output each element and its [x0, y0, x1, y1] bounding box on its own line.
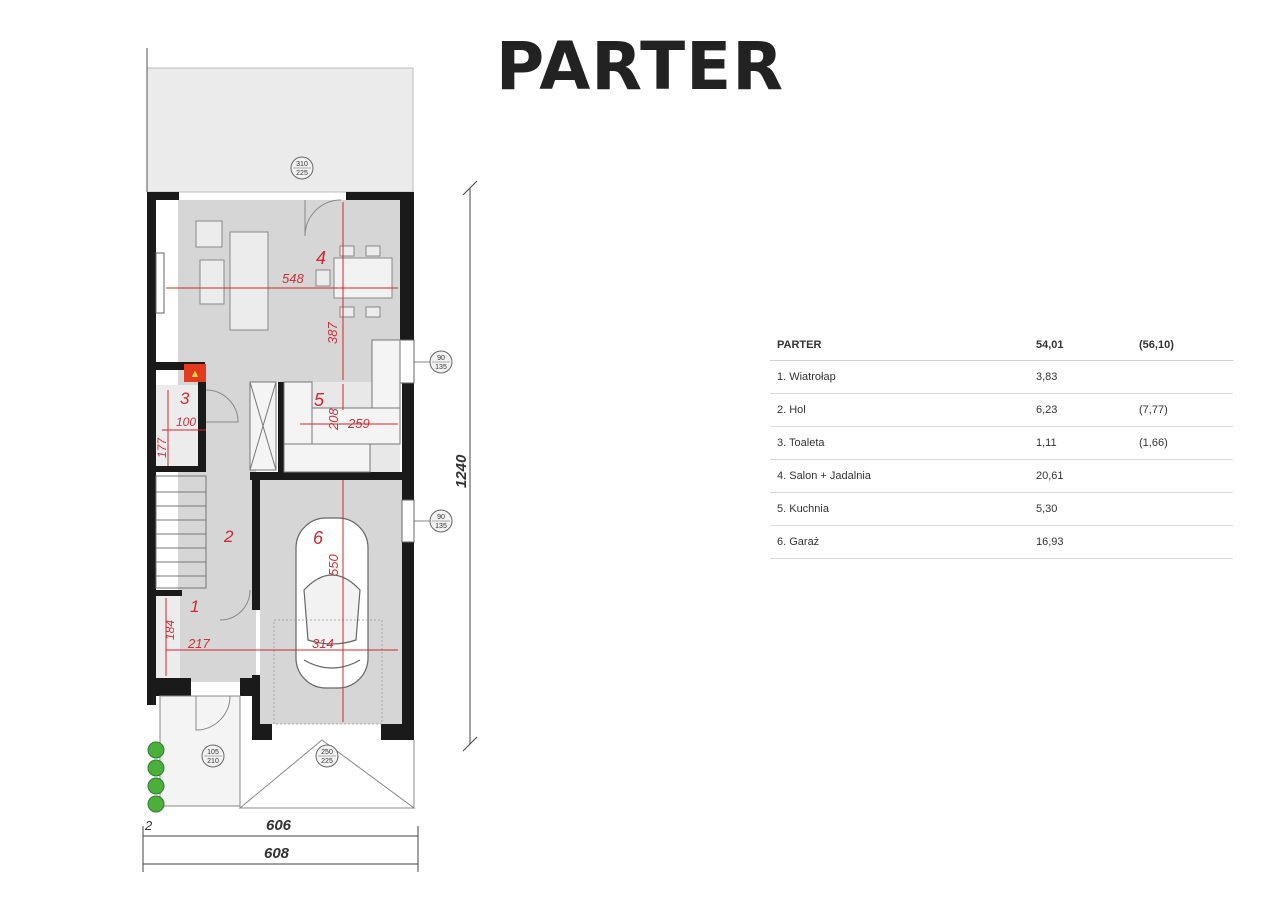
dim-outer-height: 1240 [453, 454, 470, 488]
opening-badge: 90 135 [414, 350, 453, 374]
kitchen-furniture [249, 339, 401, 473]
dim-outer-width-inner: 606 [266, 817, 292, 834]
room-number-1: 1 [190, 597, 199, 616]
area-table: PARTER 54,01 (56,10) 1. Wiatrołap 3,83 2… [770, 330, 1233, 559]
walls [147, 192, 414, 740]
terrace [146, 67, 414, 193]
fireplace-icon [184, 364, 206, 382]
dim-outer-small: 2 [144, 818, 153, 833]
svg-text:135: 135 [435, 523, 447, 530]
garage-door-zone [273, 619, 383, 725]
entrance-step [159, 695, 241, 807]
garage-apron [238, 739, 416, 809]
svg-text:135: 135 [435, 364, 447, 371]
car-icon [295, 517, 369, 689]
windows [155, 252, 415, 543]
room-number-4: 4 [316, 248, 326, 268]
svg-text:105: 105 [207, 749, 219, 756]
dim-kitchen-width: 259 [347, 416, 370, 431]
room-number-5: 5 [314, 390, 325, 410]
svg-text:90: 90 [437, 355, 445, 362]
dim-toilet-width: 100 [176, 415, 196, 429]
dim-salon-width: 548 [282, 271, 304, 286]
floor-vestibule [156, 596, 180, 678]
room-number-6: 6 [313, 528, 324, 548]
table-header-row: PARTER 54,01 (56,10) [770, 330, 1233, 361]
dim-vestibule-depth: 184 [163, 620, 177, 640]
dim-outer-width-outer: 608 [264, 845, 290, 862]
table-row: 5. Kuchnia 5,30 [770, 492, 1233, 526]
floor-toilet [156, 385, 206, 470]
svg-text:250: 250 [321, 749, 333, 756]
svg-text:225: 225 [321, 758, 333, 765]
table-row: 2. Hol 6,23 (7,77) [770, 393, 1233, 427]
dim-salon-depth: 387 [325, 322, 340, 344]
opening-badge: 105 210 [201, 744, 225, 768]
opening-badge: 90 135 [414, 509, 453, 533]
door-swings [195, 199, 342, 731]
table-row: 3. Toaleta 1,11 (1,66) [770, 426, 1233, 460]
dim-vestibule-width: 217 [187, 636, 210, 651]
room-number-2: 2 [223, 527, 234, 546]
svg-text:90: 90 [437, 514, 445, 521]
red-dimension-lines [162, 202, 398, 722]
plants-icon [147, 741, 165, 813]
dim-toilet-depth: 177 [155, 437, 169, 458]
dim-kitchen-depth: 208 [326, 408, 341, 431]
dim-garage-width: 314 [312, 636, 334, 651]
table-header-name: PARTER [770, 330, 1029, 361]
salon-furniture [195, 220, 393, 331]
svg-text:310: 310 [296, 161, 308, 168]
table-header-area: 54,01 [1029, 330, 1132, 361]
page-title: PARTER [495, 28, 785, 105]
room-number-3: 3 [180, 389, 190, 408]
table-header-total: (56,10) [1132, 330, 1233, 361]
outer-dimension-lines [142, 180, 478, 872]
dim-garage-depth: 550 [326, 554, 341, 576]
opening-badge: 250 225 [315, 744, 339, 768]
stairs [155, 475, 207, 589]
svg-text:210: 210 [207, 758, 219, 765]
opening-badge: 310 225 [290, 156, 314, 180]
table-row: 6. Garaż 16,93 [770, 525, 1233, 559]
svg-text:▲: ▲ [190, 368, 201, 380]
svg-text:225: 225 [296, 170, 308, 177]
table-row: 1. Wiatrołap 3,83 [770, 360, 1233, 394]
table-row: 4. Salon + Jadalnia 20,61 [770, 459, 1233, 493]
